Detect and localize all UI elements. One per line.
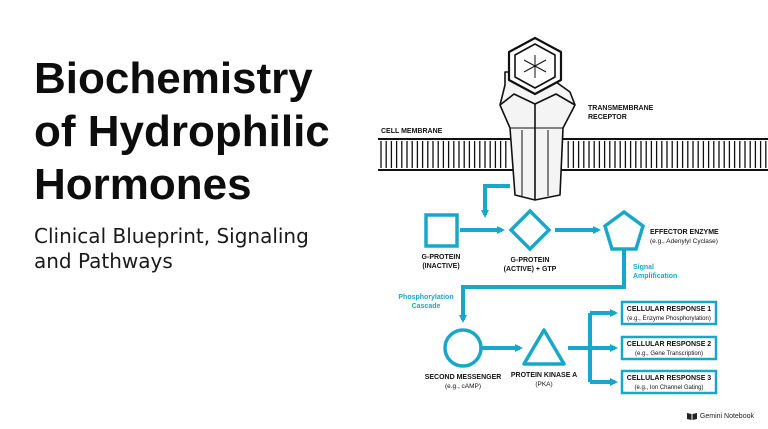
pka-sub: (PKA) [535,381,552,388]
title-line-2: of Hydrophilic [34,107,330,156]
branding-label: Gemini Notebook [699,412,754,420]
response-2-title: CELLULAR RESPONSE 2 [627,341,712,348]
response-3-title: CELLULAR RESPONSE 3 [627,375,712,382]
effector-title: EFFECTOR ENZYME [650,229,719,236]
signal-amp-label-2: Amplification [633,273,677,280]
second-messenger-circle [443,328,483,368]
cell-membrane-label: CELL MEMBRANE [381,128,443,135]
response-3-sub: (e.g., Ion Channel Gating) [634,385,703,391]
response-box-2: CELLULAR RESPONSE 2 (e.g., Gene Transcri… [620,335,718,361]
arrow-receptor-to-gprotein [481,184,510,218]
phospho-label-2: Cascade [412,303,441,310]
response-1-sub: (e.g., Enzyme Phosphorylation) [627,316,711,322]
effector-sub: (e.g., Adenylyl Cyclase) [650,238,718,245]
subtitle: Clinical Blueprint, Signaling and Pathwa… [34,224,309,274]
g-protein-inactive-square [424,213,459,248]
response-2-sub: (e.g., Gene Transcription) [635,351,703,357]
cell-membrane [378,138,768,171]
g-active-label-1: G-PROTEIN [511,257,550,264]
second-messenger-sub: (e.g., cAMP) [445,383,481,390]
notebook-icon [686,413,697,420]
receptor-label-2: RECEPTOR [588,114,627,121]
g-inactive-label-2: (INACTIVE) [422,263,459,270]
arrow-effector-to-messenger [459,250,626,323]
effector-enzyme-pentagon [602,209,646,251]
branding: Gemini Notebook [686,412,754,420]
phospho-label-1: Phosphorylation [398,294,453,301]
signal-amp-label-1: Signal [633,264,654,271]
response-box-3: CELLULAR RESPONSE 3 (e.g., Ion Channel G… [620,369,718,395]
page-title: Biochemistry of Hydrophilic Hormones [34,52,330,211]
title-line-1: Biochemistry [34,54,313,103]
pka-title: PROTEIN KINASE A [511,372,577,379]
pka-triangle [522,328,566,366]
flow-arrows [459,184,626,386]
second-messenger-title: SECOND MESSENGER [425,374,502,381]
subtitle-line-1: Clinical Blueprint, Signaling [34,224,309,248]
g-protein-active-diamond [508,208,552,252]
title-line-3: Hormones [34,160,252,209]
receptor-label-1: TRANSMEMBRANE [588,105,654,112]
g-inactive-label-1: G-PROTEIN [422,254,461,261]
response-1-title: CELLULAR RESPONSE 1 [627,306,712,313]
receptor-icon [499,36,576,201]
response-box-1: CELLULAR RESPONSE 1 (e.g., Enzyme Phosph… [620,300,718,326]
subtitle-line-2: and Pathways [34,249,173,273]
g-active-label-2: (ACTIVE) + GTP [504,266,557,273]
